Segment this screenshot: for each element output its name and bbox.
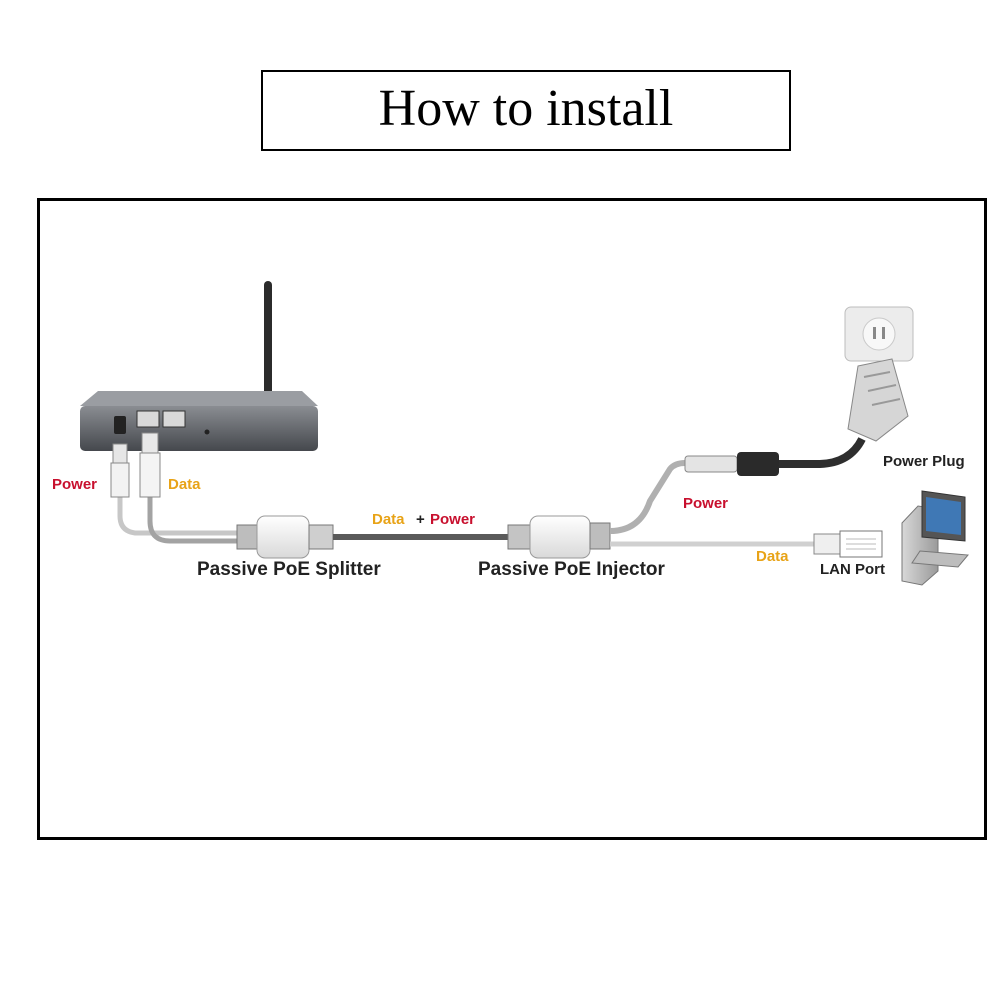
label-splitter: Passive PoE Splitter (197, 559, 381, 580)
wall-outlet-icon (844, 306, 914, 362)
installation-diagram: Power Data Passive PoE Splitter Data + P… (52, 281, 969, 586)
page-title: How to install (378, 79, 674, 137)
label-power-plug: Power Plug (883, 453, 965, 470)
router-cables (117, 491, 240, 544)
injector-power-cable (609, 460, 686, 534)
router-icon (80, 281, 318, 451)
dc-barrel-connector (684, 437, 866, 476)
label-data-left: Data (168, 476, 201, 493)
power-adapter-icon (847, 358, 909, 442)
router-plugs (110, 432, 161, 498)
label-data-center: Data (372, 511, 405, 528)
label-power-left: Power (52, 476, 97, 493)
poe-injector-icon (507, 515, 611, 559)
rj45-plug-icon (813, 530, 883, 558)
computer-icon (901, 490, 969, 586)
diagram-frame: Power Data Passive PoE Splitter Data + P… (37, 198, 987, 840)
label-data-right: Data (756, 548, 789, 565)
label-injector: Passive PoE Injector (478, 559, 666, 580)
title-box: How to install (261, 70, 791, 151)
label-power-right: Power (683, 495, 728, 512)
label-plus-center: + (416, 511, 425, 528)
poe-splitter-icon (236, 515, 334, 559)
label-lan-port: LAN Port (820, 561, 885, 578)
label-power-center: Power (430, 511, 475, 528)
